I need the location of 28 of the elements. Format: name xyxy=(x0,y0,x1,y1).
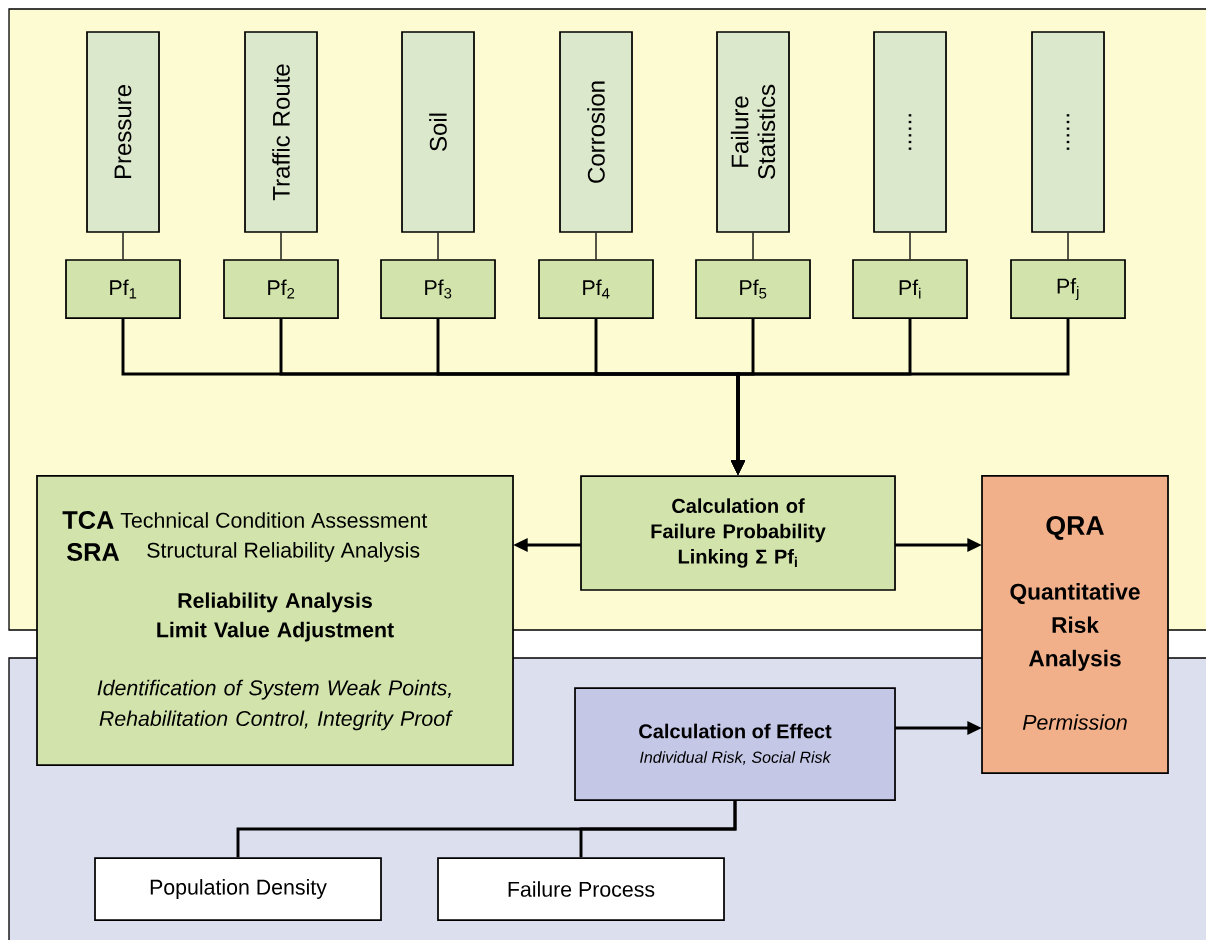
connector xyxy=(437,232,439,260)
analysis-box: TCA Technical Condition Assessment SRA Structural Reliability Analysis Reliability Analysis Limit Value Adjustment Identification of System Weak Points, Rehabilitation Control, Integrity Proof xyxy=(36,475,514,766)
connector xyxy=(752,232,754,260)
connector xyxy=(595,232,597,260)
connector xyxy=(122,232,124,260)
probability-box: Pf$_{3}$ xyxy=(380,259,496,319)
factor-box: Soil xyxy=(401,31,475,233)
process-box: Calculation of Failure Probability Linking Σ Pf$_{i}$ xyxy=(580,475,896,591)
factor-box: Failure Statistics xyxy=(716,31,790,233)
probability-box: Pf$_{i}$ xyxy=(852,259,968,319)
factor-box: ...... xyxy=(1031,31,1105,233)
factor-box: Pressure xyxy=(86,31,160,233)
analysis-box: QRA Quantitative Risk Analysis Permission xyxy=(981,475,1169,774)
probability-box: Pf$_{j}$ xyxy=(1010,259,1126,319)
connector xyxy=(579,800,737,858)
connector xyxy=(1067,232,1069,260)
probability-box: Pf$_{1}$ xyxy=(65,259,181,319)
input-box: Population Density xyxy=(94,857,382,921)
connector xyxy=(909,232,911,260)
factor-box: Traffic Route xyxy=(244,31,318,233)
probability-box: Pf$_{5}$ xyxy=(695,259,811,319)
factor-box: Corrosion xyxy=(559,31,633,233)
input-box: Failure Process xyxy=(437,857,725,921)
probability-box: Pf$_{2}$ xyxy=(223,259,339,319)
connector xyxy=(280,232,282,260)
process-box: Calculation of Effect Individual Risk, Social Risk xyxy=(574,687,896,801)
probability-box: Pf$_{4}$ xyxy=(538,259,654,319)
factor-box: ...... xyxy=(873,31,947,233)
